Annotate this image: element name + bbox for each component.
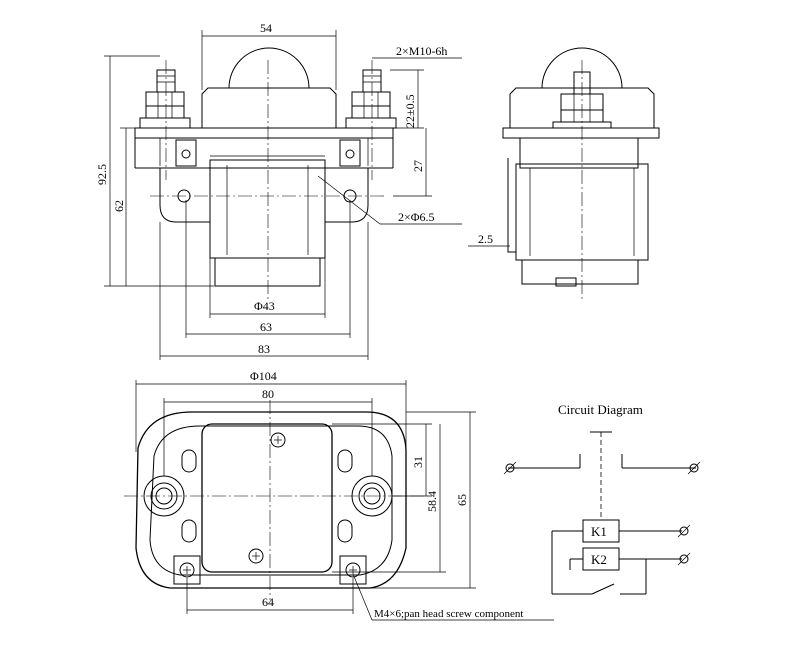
- top-view: [124, 400, 424, 600]
- dim-92-5: 92.5: [95, 164, 109, 185]
- dim-65: 65: [455, 494, 469, 506]
- dim-54: 54: [260, 21, 272, 35]
- dim-83: 83: [258, 342, 270, 356]
- dim-63: 63: [260, 320, 272, 334]
- top-view-dimensions: Φ104 80 31 58.4 65 64 M4×6;pan head scre…: [135, 369, 554, 621]
- circuit-diagram: Circuit Diagram K1 K2: [503, 402, 701, 595]
- dim-2-5: 2.5: [478, 232, 493, 246]
- dim-58-4: 58.4: [425, 491, 439, 512]
- dim-coil-dia: Φ43: [254, 299, 275, 313]
- dim-64: 64: [262, 595, 274, 609]
- dim-62: 62: [112, 200, 126, 212]
- front-view: [134, 47, 397, 302]
- dim-thread: 2×M10-6h: [396, 44, 447, 58]
- screw-note: M4×6;pan head screw component: [374, 608, 523, 620]
- dim-22: 22±0.5: [403, 94, 417, 128]
- dim-80: 80: [262, 387, 274, 401]
- dim-holes: 2×Φ6.5: [398, 210, 435, 224]
- side-view: 2.5: [468, 47, 660, 300]
- dim-31: 31: [411, 456, 425, 468]
- front-view-dimensions: 54 2×M10-6h 92.5 62 22±0.5 27 2×Φ6.5 Φ43: [95, 21, 462, 360]
- circuit-title: Circuit Diagram: [558, 402, 643, 417]
- dim-27: 27: [411, 160, 425, 172]
- dim-outer-dia: Φ104: [250, 369, 277, 383]
- coil-k1: K1: [591, 524, 607, 539]
- coil-k2: K2: [591, 552, 607, 567]
